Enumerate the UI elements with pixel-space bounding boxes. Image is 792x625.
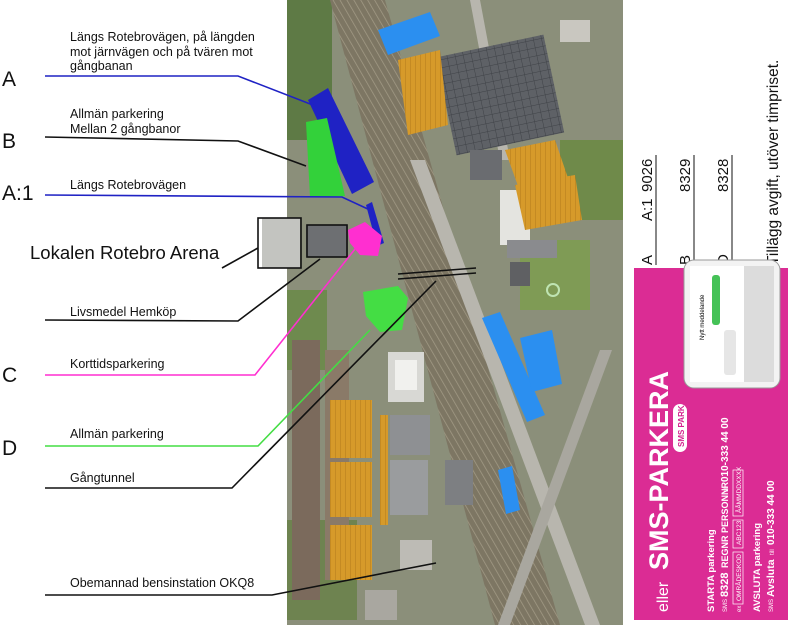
- building: [560, 20, 590, 42]
- leader-lines: [44, 75, 437, 596]
- zone-code-table: A A:1 9026 B 8329 D 8328 Tillägg avgift,…: [639, 60, 782, 265]
- start-hint: SMS: [723, 599, 729, 612]
- code-row-code: 8329: [677, 159, 694, 192]
- stop-hint: SMS: [769, 599, 775, 612]
- parking-lot-orange: [398, 50, 448, 135]
- start-example: OMRÅDESKOD: [734, 554, 743, 601]
- leader-line-arena: [221, 247, 259, 269]
- start-example3: ÅÅMMDDXXXX: [734, 466, 743, 513]
- start-number: 010-333 44 00: [720, 417, 731, 482]
- start-to: till: [724, 486, 730, 492]
- start-example-box: [732, 469, 744, 517]
- parking-lot-blue: [498, 466, 520, 514]
- code-row-zone: B: [677, 255, 694, 265]
- parking-lot-orange: [330, 462, 372, 517]
- start-title: STARTA parkering: [706, 529, 717, 612]
- surcharge-note: Tillägg avgift, utöver timpriset.: [765, 60, 782, 265]
- zone-a-text-line2: mot järnvägen och på tvären mot: [70, 45, 253, 59]
- logo-background: [673, 404, 687, 452]
- aerial-map: [257, 0, 623, 625]
- card-prefix: eller: [655, 581, 672, 612]
- leader-line-okq8: [45, 562, 437, 596]
- parking-lot-orange: [505, 140, 568, 186]
- roundabout: [546, 283, 560, 297]
- building: [306, 225, 348, 257]
- leader-line-hemkop: [44, 258, 321, 322]
- start-code: 8328: [719, 573, 731, 597]
- sms-park-logo: SMS PARK: [673, 404, 687, 452]
- zone-a-letter: A: [2, 68, 16, 91]
- building: [507, 240, 557, 258]
- building: [445, 460, 473, 505]
- phone-keyboard: [744, 266, 774, 382]
- arena-label: Lokalen Rotebro Arena: [30, 242, 220, 263]
- hemkop-outline: [306, 224, 348, 258]
- parking-lot-blue: [482, 312, 545, 422]
- hemkop-label: Livsmedel Hemköp: [70, 305, 176, 319]
- parking-lot-blue: [520, 330, 562, 392]
- building: [390, 415, 430, 455]
- start-example-box: [732, 551, 744, 605]
- road: [498, 350, 612, 625]
- leader-line-c: [45, 243, 360, 376]
- leader-line-a: [45, 75, 319, 108]
- zone-a1-letter: A:1: [2, 182, 34, 205]
- zone-d-letter: D: [2, 437, 17, 460]
- start-fields: REGNR PERSONNR: [720, 481, 730, 568]
- okq8-label: Obemannad bensinstation OKQ8: [70, 576, 254, 590]
- stop-to: till: [770, 549, 776, 555]
- card-title: SMS-PARKERA: [644, 371, 674, 570]
- leader-line-d: [45, 329, 371, 447]
- phone-mockup: Nytt meddelande: [683, 259, 781, 389]
- building: [262, 218, 300, 268]
- parking-lot-orange: [380, 415, 388, 525]
- residential-block: [292, 340, 320, 600]
- leader-line-a1: [44, 194, 371, 211]
- zone-c-letter: C: [2, 364, 17, 387]
- start-example-box: [732, 519, 744, 549]
- start-example-label: ex: [737, 606, 743, 612]
- logo-text: SMS PARK: [677, 405, 686, 447]
- building: [470, 150, 502, 180]
- zone-c-text: Korttidsparkering: [70, 357, 165, 371]
- tunnel-marker: [397, 267, 477, 275]
- code-row-code: 9026: [639, 159, 656, 192]
- start-example2: ABC123: [736, 520, 743, 545]
- stop-word: Avsluta: [765, 559, 777, 597]
- sms-parking-card: Nytt meddelande eller SMS-PARKERA SMS PA…: [634, 259, 788, 620]
- parking-lot-orange: [515, 175, 582, 230]
- zone-b-area: [306, 118, 345, 197]
- leader-line-tunnel: [45, 280, 437, 489]
- zone-a1-text: Längs Rotebrovägen: [70, 178, 186, 192]
- industrial-building: [435, 34, 565, 156]
- zone-b-text-line1: Allmän parkering: [70, 107, 164, 121]
- code-row-sub: A:1: [639, 198, 656, 221]
- zone-d-text: Allmän parkering: [70, 427, 164, 441]
- code-row-zone: A: [639, 255, 656, 265]
- arena-outline: [257, 217, 302, 269]
- zone-a-text-line1: Längs Rotebrovägen, på längden: [70, 30, 255, 44]
- phone-message-bubble: [712, 275, 720, 325]
- stop-title: AVSLUTA parkering: [752, 523, 763, 612]
- building: [510, 262, 530, 286]
- tunnel-label: Gångtunnel: [70, 471, 135, 485]
- building: [365, 590, 397, 620]
- stop-number: 010-333 44 00: [766, 480, 777, 545]
- zone-a-text-line3: gångbanan: [70, 59, 133, 73]
- zone-b-letter: B: [2, 130, 16, 153]
- parking-lot-blue: [378, 12, 440, 55]
- zone-b-text-line2: Mellan 2 gångbanor: [70, 122, 181, 136]
- tunnel-marker: [397, 272, 477, 280]
- legend: A Längs Rotebrovägen, på längden mot jär…: [2, 30, 255, 590]
- phone-screen-title: Nytt meddelande: [700, 294, 706, 340]
- code-row-code: 8328: [715, 159, 732, 192]
- parking-lot-orange: [330, 525, 372, 580]
- phone-message-bubble: [724, 330, 736, 375]
- building: [395, 360, 417, 390]
- leader-line-b: [44, 136, 307, 167]
- building: [390, 460, 428, 515]
- parking-lot-orange: [330, 400, 372, 458]
- zone-a-area: [308, 88, 374, 194]
